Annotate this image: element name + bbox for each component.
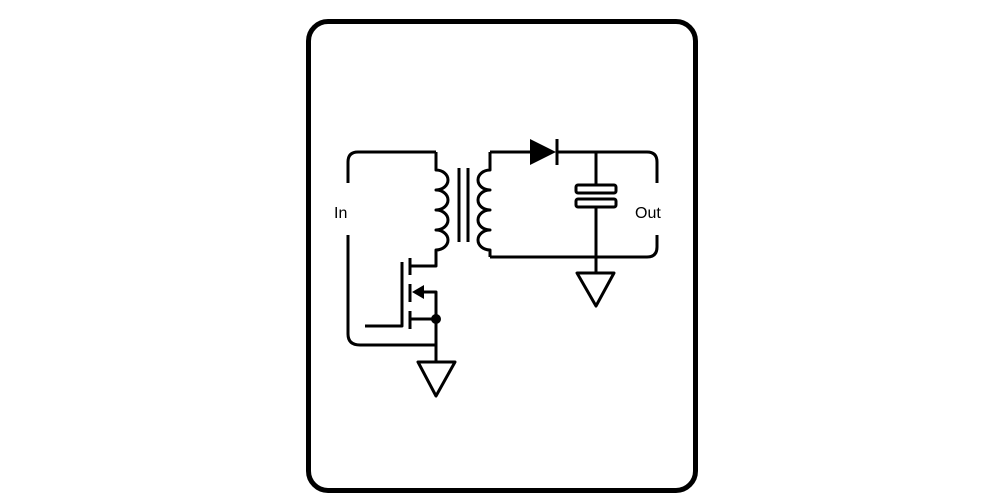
output-label: Out — [635, 205, 661, 222]
mosfet-transistor — [365, 258, 441, 362]
output-capacitor — [574, 152, 618, 273]
input-bracket-return — [346, 235, 436, 347]
output-top-wire — [557, 150, 659, 183]
input-bracket — [346, 150, 436, 183]
ground-symbol-secondary — [575, 271, 616, 308]
secondary-winding — [476, 152, 492, 257]
output-bottom-wire — [490, 235, 659, 259]
primary-winding — [434, 152, 450, 265]
input-label: In — [334, 205, 347, 222]
ground-symbol-primary — [416, 360, 457, 398]
diode — [530, 139, 559, 165]
mosfet-arrow-icon — [412, 285, 424, 299]
